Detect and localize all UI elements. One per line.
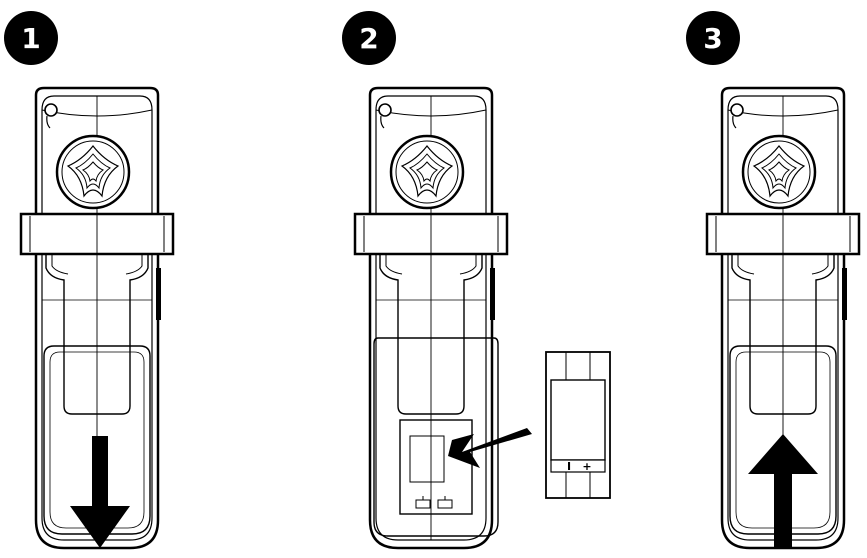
arrow-down-icon: [70, 436, 130, 548]
battery-negative-label: I: [567, 460, 571, 473]
step-1-number: 1: [21, 22, 40, 55]
step-2-panel: 2 I +: [342, 11, 611, 550]
step-3-number: 3: [703, 22, 722, 55]
battery-contacts: [415, 496, 453, 509]
step-1-badge: 1: [4, 11, 58, 65]
step-1-panel: 1: [4, 11, 175, 550]
battery-positive-label: +: [582, 460, 591, 473]
battery-pack: I +: [545, 351, 611, 499]
step-3-badge: 3: [686, 11, 740, 65]
battery-compartment: [373, 337, 499, 537]
arrow-insert-icon: [448, 428, 532, 468]
arrow-up-icon: [748, 434, 818, 548]
step-2-number: 2: [359, 22, 378, 55]
step-2-badge: 2: [342, 11, 396, 65]
handset-step-2: [353, 86, 509, 550]
step-3-panel: 3: [686, 11, 861, 550]
